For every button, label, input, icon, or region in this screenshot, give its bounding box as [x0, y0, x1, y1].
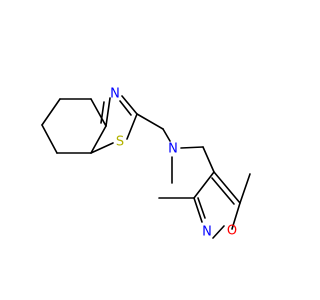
atom-label-thiazole-sulfur: S — [116, 135, 124, 150]
bond-double-inner — [119, 100, 132, 116]
bond — [193, 197, 203, 223]
bond — [239, 173, 251, 204]
bond — [105, 97, 111, 127]
bond — [126, 113, 138, 140]
molecule-structure-diagram: N S N N O — [41, 87, 251, 240]
atom-label-thiazole-nitrogen: N — [110, 87, 120, 102]
bond — [41, 98, 61, 126]
bond — [231, 202, 241, 230]
bond — [90, 142, 114, 154]
bond — [136, 113, 164, 130]
bond — [41, 124, 58, 154]
bond-double-inner — [211, 177, 235, 205]
bond-double-inner — [100, 101, 105, 124]
bond — [212, 225, 225, 239]
bonds — [41, 95, 251, 239]
bond — [162, 128, 171, 142]
bond — [121, 95, 138, 115]
atom-label-isoxazole-nitrogen: N — [202, 225, 212, 240]
atom-label-isoxazole-oxygen: O — [227, 224, 237, 239]
bond — [90, 125, 107, 154]
bond — [213, 171, 241, 204]
bond — [202, 146, 215, 173]
atom-label-amine-nitrogen: N — [168, 142, 178, 157]
bond — [90, 98, 107, 127]
bond-double-inner — [197, 197, 206, 219]
bond — [180, 146, 204, 149]
bond — [193, 171, 215, 199]
atom-labels: N S N N O — [110, 87, 237, 240]
